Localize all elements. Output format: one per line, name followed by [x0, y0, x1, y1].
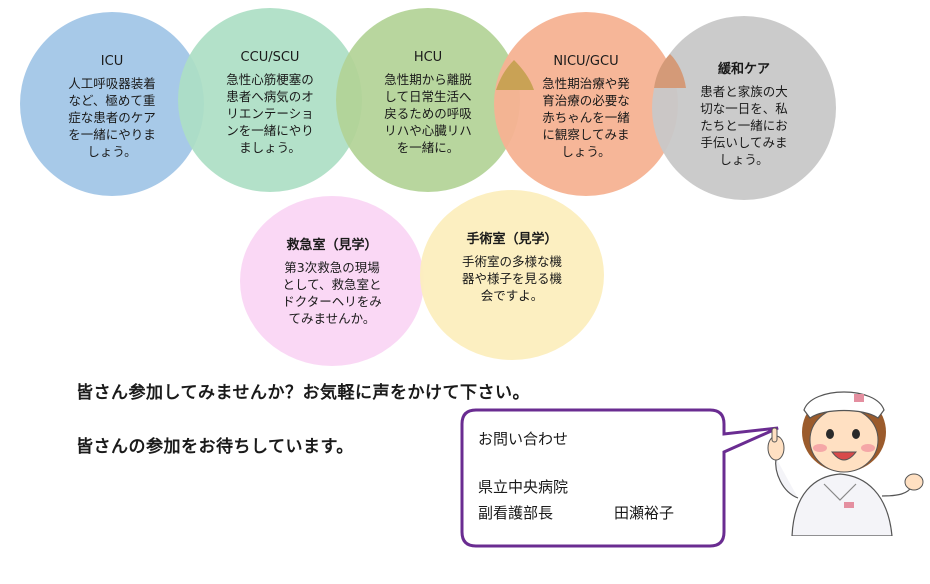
circle-icu: ICU 人工呼吸器装着 など、極めて重 症な患者のケア を一緒にやりま しょう。: [20, 12, 204, 196]
overlap-wedge-nicu-palliative: [654, 54, 686, 88]
circle-hcu-title: HCU: [413, 50, 443, 65]
invitation-message: 皆さん参加してみませんか？お気軽に声をかけて下さい。: [76, 383, 530, 403]
circle-ccu: CCU/SCU 急性心筋梗塞の 患者へ病気のオ リエンテーショ ンを一緒にやり …: [178, 8, 362, 192]
circle-palliative-care-title: 緩和ケア: [717, 62, 770, 77]
contact-hospital: 県立中央病院: [478, 478, 569, 496]
circle-emergency-room-body: 第3次救急の現場 として、救急室と ドクターヘリをみ てみませんか。: [282, 260, 382, 326]
circle-emergency-room: 救急室（見学） 第3次救急の現場 として、救急室と ドクターヘリをみ てみません…: [240, 196, 424, 366]
waiting-message: 皆さんの参加をお待ちしています。: [76, 437, 354, 457]
circle-operating-room-body: 手術室の多様な機 器や様子を見る機 会ですよ。: [461, 254, 562, 303]
circle-palliative-care: 緩和ケア 患者と家族の大 切な一日を、私 たちと一緒にお 手伝いしてみま しょう…: [652, 16, 836, 200]
circle-ccu-title: CCU/SCU: [240, 50, 300, 65]
circle-operating-room-title: 手術室（見学）: [466, 232, 558, 247]
circle-ccu-body: 急性心筋梗塞の 患者へ病気のオ リエンテーショ ンを一緒にやり ましょう。: [226, 72, 314, 155]
contact-title: お問い合わせ: [478, 430, 569, 448]
circle-palliative-care-body: 患者と家族の大 切な一日を、私 たちと一緒にお 手伝いしてみま しょう。: [700, 84, 788, 167]
circle-emergency-room-title: 救急室（見学）: [286, 238, 378, 253]
nurse-illustration-icon: [767, 391, 924, 536]
circle-hcu-body: 急性期から離脱 して日常生活へ 戻るための呼吸 リハや心臓リハ を一緒に。: [384, 72, 472, 155]
contact-name: 田瀬裕子: [614, 504, 675, 522]
circle-nicu-title: NICU/GCU: [553, 54, 619, 69]
contact-department: 副看護部長: [478, 504, 554, 522]
circle-operating-room: 手術室（見学） 手術室の多様な機 器や様子を見る機 会ですよ。: [420, 190, 604, 360]
circle-nicu: NICU/GCU 急性期治療や発 育治療の必要な 赤ちゃんを一緒 に観察してみま…: [494, 12, 678, 196]
circle-icu-body: 人工呼吸器装着 など、極めて重 症な患者のケア を一緒にやりま しょう。: [68, 76, 156, 159]
circle-nicu-body: 急性期治療や発 育治療の必要な 赤ちゃんを一緒 に観察してみま しょう。: [542, 76, 630, 159]
overlap-wedge-hcu-nicu: [496, 60, 534, 90]
circle-hcu: HCU 急性期から離脱 して日常生活へ 戻るための呼吸 リハや心臓リハ を一緒に…: [336, 8, 520, 192]
circle-icu-title: ICU: [100, 54, 124, 69]
